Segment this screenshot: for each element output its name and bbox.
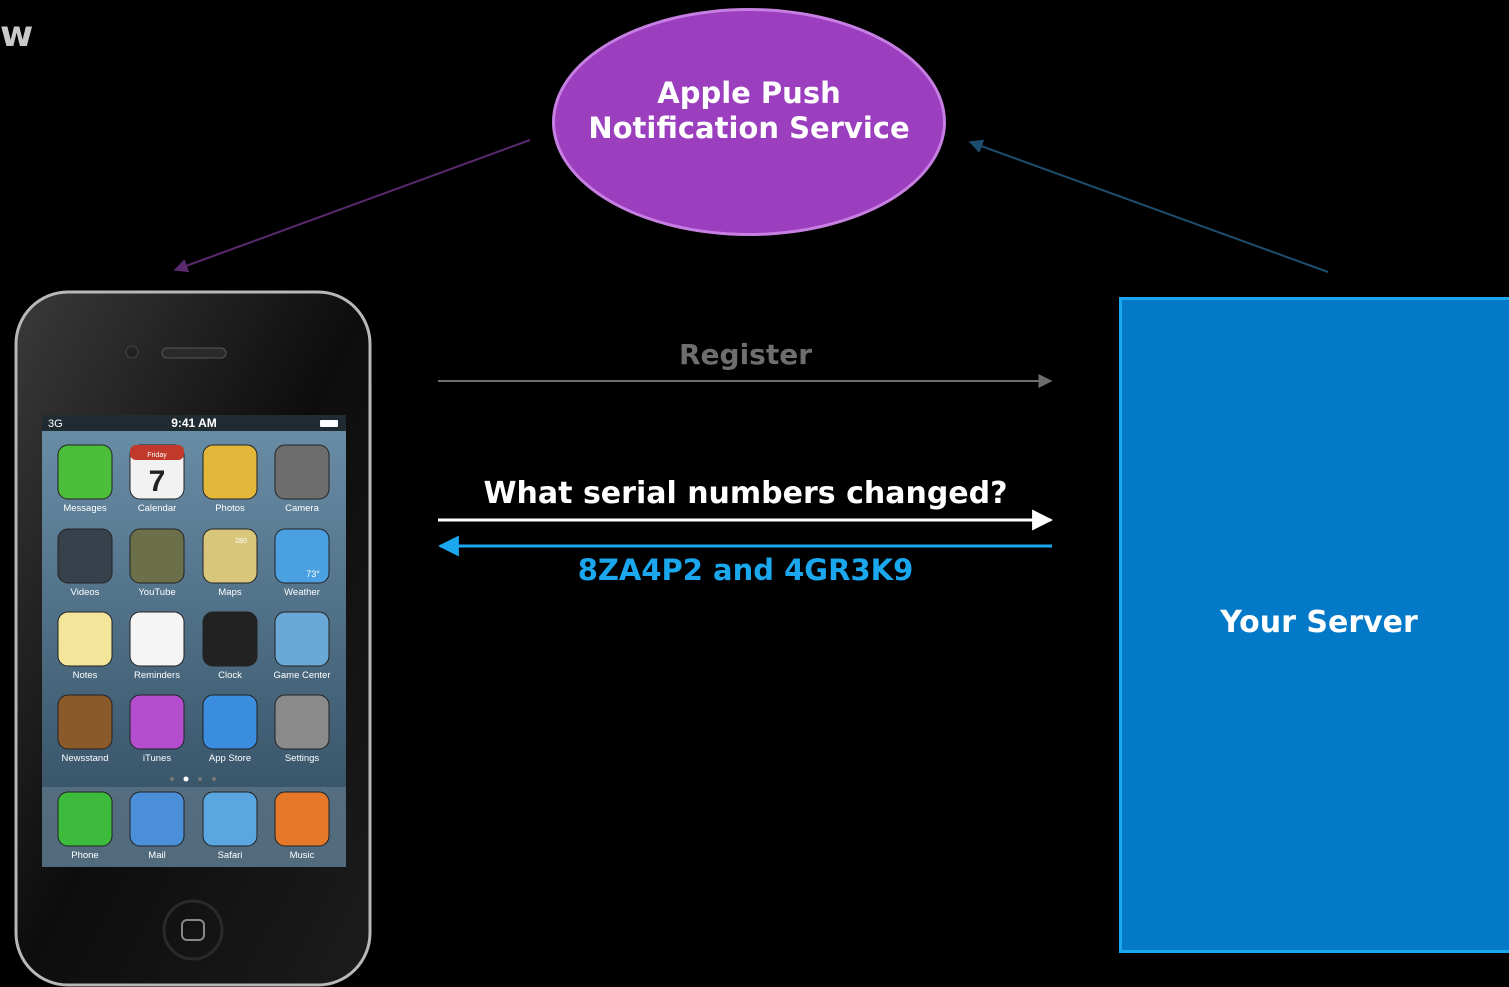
dock-icon-music: Music xyxy=(274,791,330,861)
apns-node: Apple Push Notification Service xyxy=(552,8,946,236)
your-server-label: Your Server xyxy=(1220,605,1418,640)
app-icon-reminders: Reminders xyxy=(129,611,185,681)
app-icon-weather: Weather 73° xyxy=(274,528,330,598)
slide-title-fragment: w xyxy=(0,14,34,55)
dock-icon-mail: Mail xyxy=(129,791,185,861)
app-icon-game-center: Game Center xyxy=(273,611,331,681)
app-label: Videos xyxy=(71,587,100,598)
register-label: Register xyxy=(678,338,813,371)
reply-label: 8ZA4P2 and 4GR3K9 xyxy=(577,553,914,587)
status-bar xyxy=(42,415,346,431)
app-label: App Store xyxy=(209,753,251,764)
page-dots xyxy=(170,776,216,782)
dock-icon-phone: Phone xyxy=(57,791,113,861)
front-camera xyxy=(125,345,139,359)
calendar-date: 7 xyxy=(149,465,166,498)
app-label: Reminders xyxy=(134,670,180,681)
app-label: iTunes xyxy=(143,753,171,764)
app-label: Clock xyxy=(218,670,242,681)
app-label: Messages xyxy=(63,503,107,514)
app-icon-clock: Clock xyxy=(202,611,258,681)
app-icon-settings: Settings xyxy=(274,694,330,764)
app-icon-itunes: iTunes xyxy=(129,694,185,764)
apns-to-phone-arrow xyxy=(173,139,531,273)
battery-icon xyxy=(320,420,338,427)
app-icon-videos: Videos xyxy=(57,528,113,598)
app-label: Weather xyxy=(284,587,320,598)
app-label: Maps xyxy=(218,587,241,598)
app-icon-calendar: Calendar Friday 7 xyxy=(129,444,185,514)
app-label: YouTube xyxy=(138,587,175,598)
app-label: Phone xyxy=(71,850,98,861)
app-label: Game Center xyxy=(273,670,330,681)
home-button xyxy=(181,919,205,941)
status-carrier: 3G xyxy=(48,418,63,430)
weather-temp: 73° xyxy=(306,569,320,579)
earpiece xyxy=(161,347,227,359)
app-label: Newsstand xyxy=(62,753,109,764)
app-icon-maps: Maps 280 xyxy=(202,528,258,598)
dock-grid: Phone Mail Safari Music xyxy=(57,791,330,861)
app-label: Settings xyxy=(285,753,320,764)
app-label: Photos xyxy=(215,503,245,514)
iphone-device: 3G 9:41 AM Messages Calendar Friday 7Photos… xyxy=(14,290,372,987)
app-icon-youtube: YouTube xyxy=(129,528,185,598)
home-button-ring xyxy=(162,899,224,961)
calendar-day: Friday xyxy=(147,452,167,459)
app-icon-photos: Photos xyxy=(202,444,258,514)
app-label: Notes xyxy=(73,670,98,681)
app-icon-app-store: App Store xyxy=(202,694,258,764)
server-to-apns-arrow xyxy=(968,139,1329,273)
status-time: 9:41 AM xyxy=(171,416,217,430)
maps-badge: 280 xyxy=(235,538,247,545)
app-label: Music xyxy=(290,850,315,861)
query-label: What serial numbers changed? xyxy=(483,476,1008,511)
dock-icon-safari: Safari xyxy=(202,791,258,861)
app-icon-notes: Notes xyxy=(57,611,113,681)
apns-label: Apple Push Notification Service xyxy=(588,76,910,145)
app-icon-newsstand: Newsstand xyxy=(57,694,113,764)
app-label: Safari xyxy=(218,850,243,861)
app-icon-messages: Messages xyxy=(57,444,113,514)
app-label: Calendar xyxy=(138,503,177,514)
app-icon-camera: Camera xyxy=(274,444,330,514)
your-server-node: Your Server xyxy=(1119,297,1509,953)
app-label: Camera xyxy=(285,503,320,514)
app-label: Mail xyxy=(148,850,165,861)
